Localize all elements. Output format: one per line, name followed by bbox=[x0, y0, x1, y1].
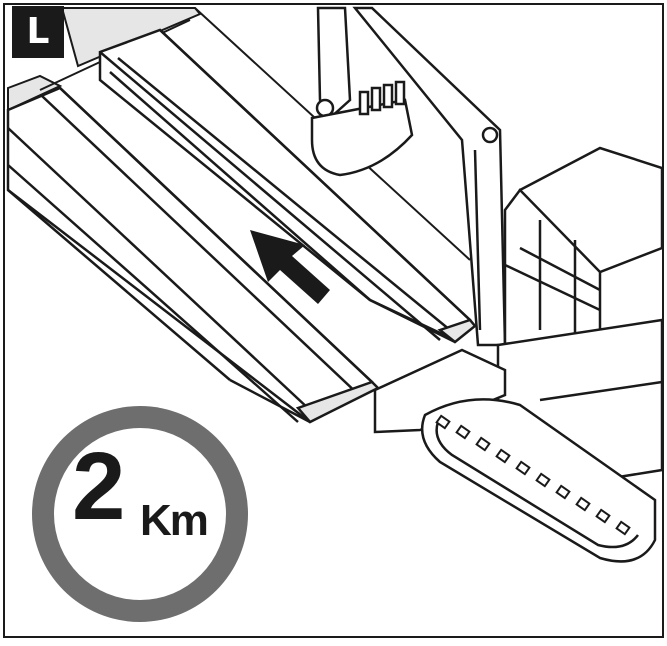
excavator-bucket bbox=[310, 98, 414, 177]
track-links bbox=[435, 414, 631, 536]
bucket-teeth bbox=[358, 80, 406, 116]
speed-limit-unit: Km bbox=[140, 496, 209, 545]
ramp-right bbox=[98, 28, 477, 344]
trailer-bed bbox=[7, 7, 471, 261]
excavator-boom bbox=[316, 6, 352, 120]
ramp-left bbox=[6, 86, 381, 424]
excavator-dozer-blade bbox=[373, 348, 507, 434]
direction-arrow-icon bbox=[250, 230, 330, 304]
speed-limit-value: 2 bbox=[72, 433, 125, 540]
speed-limit-sign-icon bbox=[32, 406, 248, 622]
panel-label: L bbox=[12, 6, 64, 58]
